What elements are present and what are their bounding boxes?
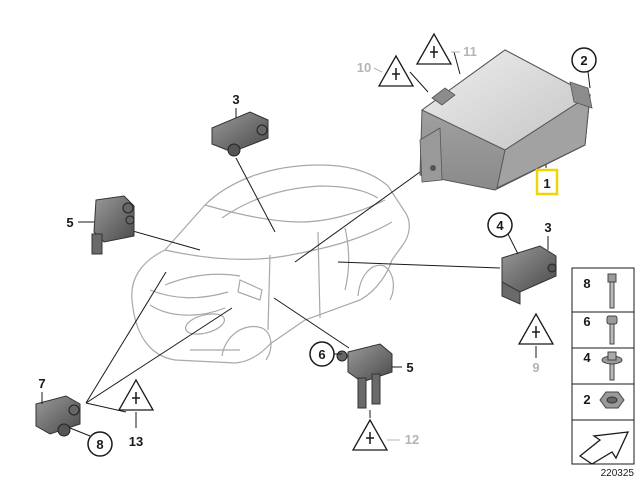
callout-12[interactable]: 12 — [405, 432, 419, 447]
callout-8[interactable]: 8 — [96, 437, 103, 452]
callout-6[interactable]: 6 — [318, 347, 325, 362]
callout-13[interactable]: 13 — [129, 434, 143, 449]
callout-4[interactable]: 4 — [496, 218, 504, 233]
nut-icon — [599, 391, 625, 409]
leader-lines — [85, 51, 547, 428]
sensor-part-5-left — [91, 195, 135, 255]
airbag-control-unit — [419, 49, 593, 191]
warning-triangle-icon — [377, 54, 415, 87]
car-outline — [131, 164, 410, 364]
diagram-reference-number: 220325 — [601, 468, 635, 479]
allen-bolt-icon — [606, 315, 618, 345]
callout-9[interactable]: 9 — [532, 360, 539, 375]
arrow-icon — [578, 431, 630, 465]
callout-circle — [87, 431, 113, 457]
callout-11[interactable]: 11 — [463, 44, 477, 59]
flange-screw-icon — [601, 351, 623, 381]
bolt-icon — [607, 273, 617, 309]
callout-circle — [487, 212, 513, 238]
callout-2[interactable]: 2 — [580, 53, 587, 68]
warning-triangle-icon — [351, 418, 389, 451]
legend-number: 4 — [583, 350, 591, 365]
sensor-part-3-top — [211, 111, 269, 157]
legend-number: 2 — [583, 392, 590, 407]
callout-circle — [571, 47, 597, 73]
callout-10[interactable]: 10 — [357, 60, 371, 75]
callout-3-right[interactable]: 3 — [544, 220, 551, 235]
callout-3-top[interactable]: 3 — [232, 92, 239, 107]
callout-7[interactable]: 7 — [38, 376, 45, 391]
callout-5-mid[interactable]: 5 — [406, 360, 413, 375]
highlight-box — [535, 168, 559, 196]
sensor-part-7 — [35, 395, 81, 437]
warning-triangle-icon — [117, 378, 155, 411]
fastener-legend: 8 6 4 2 — [571, 267, 635, 465]
callout-1[interactable]: 1 — [543, 176, 550, 191]
sensor-part-3-right — [501, 245, 557, 305]
sensor-part-5-mid — [336, 343, 393, 409]
warning-triangle-icon — [517, 312, 555, 345]
legend-number: 6 — [583, 314, 590, 329]
callout-5-left[interactable]: 5 — [66, 215, 73, 230]
warning-triangle-icon — [415, 32, 453, 65]
legend-number: 8 — [583, 276, 590, 291]
